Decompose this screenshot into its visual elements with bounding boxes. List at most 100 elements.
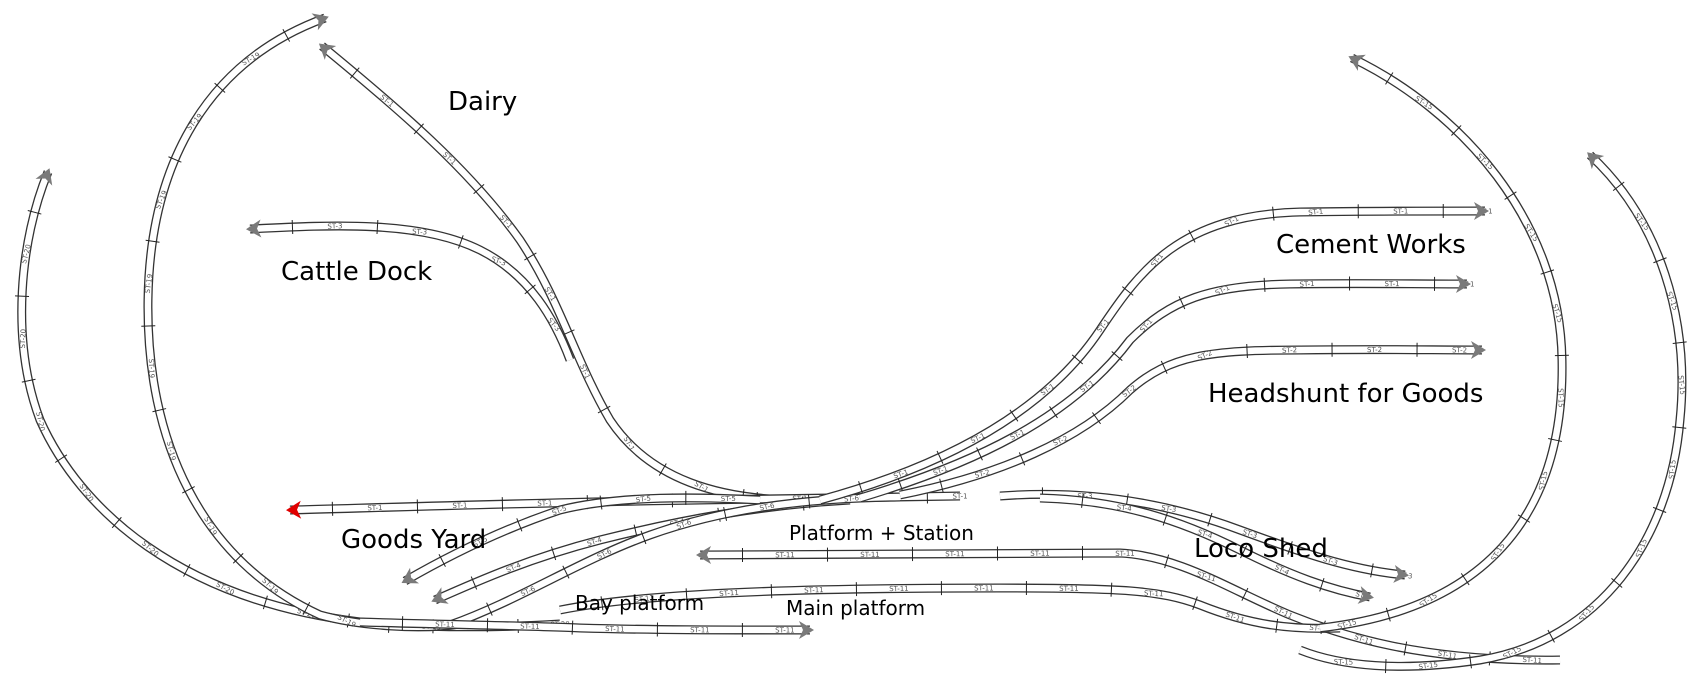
section-code-label: ST-11 — [1144, 589, 1164, 598]
label-goods-yard: Goods Yard — [341, 525, 486, 555]
section-code-label: ST-4 — [586, 536, 603, 548]
track-end-arrow[interactable] — [35, 168, 53, 186]
section-code-label: ST-20 — [20, 244, 33, 265]
section-boundary-tick — [111, 516, 122, 529]
section-code-label: ST-2 — [974, 468, 991, 480]
section-code-label: ST-11 — [804, 586, 824, 595]
section-code-label: ST-11 — [435, 621, 455, 630]
track-end-arrow[interactable] — [318, 43, 337, 60]
section-boundary-tick — [282, 29, 291, 42]
section-boundary-tick — [1240, 545, 1248, 559]
section-code-label: ST-15 — [1538, 470, 1550, 491]
section-code-label: ST-15 — [1634, 538, 1649, 559]
section-boundary-tick — [658, 463, 667, 476]
section-code-label: ST-1 — [537, 499, 552, 507]
section-boundary-tick — [15, 295, 30, 297]
track-end-arrow[interactable] — [1455, 274, 1471, 293]
section-code-label: ST-3 — [1161, 504, 1177, 514]
section-code-label: ST-1 — [578, 363, 591, 380]
section-code-label: ST-2 — [1367, 346, 1382, 354]
section-boundary-tick — [438, 554, 446, 567]
section-boundary-tick — [1460, 573, 1470, 586]
section-boundary-tick — [1246, 343, 1248, 359]
section-boundary-tick — [1049, 406, 1058, 419]
section-boundary-tick — [1110, 582, 1113, 597]
section-code-label: ST-11 — [1437, 650, 1458, 661]
section-code-label: ST-1 — [1009, 428, 1026, 442]
section-boundary-tick — [145, 239, 160, 243]
section-boundary-tick — [562, 565, 570, 579]
section-code-label: ST-11 — [889, 585, 909, 593]
section-boundary-tick — [524, 252, 537, 261]
section-code-label: ST-15 — [1665, 290, 1679, 311]
section-boundary-tick — [723, 507, 728, 521]
section-code-label: ST-15 — [1418, 661, 1438, 672]
track-end-arrow[interactable] — [246, 219, 262, 238]
section-boundary-tick — [473, 184, 485, 195]
track-end-arrow[interactable] — [1473, 202, 1489, 221]
section-code-label: ST-1 — [1214, 284, 1231, 298]
section-boundary-tick — [232, 553, 244, 564]
section-boundary-tick — [1672, 426, 1687, 429]
section-boundary-tick — [516, 518, 523, 532]
section-boundary-tick — [1121, 286, 1134, 296]
track-end-arrow[interactable] — [1587, 152, 1605, 170]
section-code-label: ST-20 — [19, 329, 28, 349]
section-boundary-tick — [291, 219, 294, 235]
track-end-arrow[interactable] — [311, 13, 329, 31]
section-boundary-tick — [1092, 412, 1101, 425]
track-end-arrow[interactable] — [1393, 564, 1409, 583]
section-code-label: ST-1 — [952, 492, 967, 500]
section-boundary-tick — [1192, 596, 1198, 610]
active-track-end-arrow[interactable] — [286, 500, 302, 519]
section-code-label: ST-11 — [1273, 605, 1294, 621]
section-code-label: ST-11 — [945, 550, 965, 558]
section-boundary-tick — [470, 576, 478, 590]
section-code-label: ST-15 — [1337, 618, 1358, 631]
section-boundary-tick — [1403, 641, 1408, 656]
section-boundary-tick — [597, 405, 611, 414]
section-code-label: ST-11 — [775, 551, 795, 559]
section-boundary-tick — [1517, 514, 1531, 523]
section-code-label: ST-1 — [367, 504, 382, 512]
section-boundary-tick — [1071, 354, 1084, 365]
section-boundary-tick — [1612, 181, 1625, 192]
section-code-label: ST-11 — [1522, 656, 1542, 665]
section-boundary-tick — [976, 447, 983, 461]
section-code-label: ST-11 — [719, 589, 739, 598]
track-end-arrow[interactable] — [1357, 586, 1374, 604]
label-platform-station: Platform + Station — [789, 521, 974, 545]
label-headshunt: Headshunt for Goods — [1208, 379, 1483, 409]
section-code-label: ST-11 — [1309, 624, 1329, 634]
section-code-label: ST-11 — [974, 584, 994, 592]
section-boundary-tick — [21, 378, 36, 383]
track-end-arrow[interactable] — [798, 620, 814, 639]
section-code-label: ST-19 — [154, 189, 169, 210]
section-boundary-tick — [457, 235, 464, 249]
section-code-label: ST-11 — [775, 626, 795, 634]
track-end-arrow[interactable] — [696, 545, 712, 564]
section-code-label: ST-20 — [215, 581, 236, 597]
track-end-arrow[interactable] — [401, 567, 420, 584]
track-end-arrow[interactable] — [431, 587, 449, 604]
section-boundary-tick — [141, 325, 156, 327]
section-code-label: ST-5 — [635, 494, 651, 504]
section-code-label: ST-1 — [1299, 280, 1315, 289]
label-loco-shed: Loco Shed — [1194, 534, 1328, 564]
section-code-label: ST-2 — [1282, 346, 1297, 355]
section-boundary-tick — [1287, 541, 1293, 555]
track-end-arrow[interactable] — [1470, 340, 1486, 359]
section-code-label: ST-3 — [412, 228, 428, 237]
track-end-arrow[interactable] — [1348, 54, 1366, 71]
section-boundary-tick — [807, 494, 811, 509]
section-boundary-tick — [486, 602, 493, 616]
track-far-left-loop: ST-20ST-20ST-20ST-20ST-20ST-20ST-20ST-20… — [15, 170, 570, 634]
section-code-label: ST-6 — [844, 494, 860, 503]
section-code-label: ST-20 — [34, 411, 46, 432]
section-boundary-tick — [600, 596, 604, 611]
section-boundary-tick — [168, 156, 182, 163]
section-boundary-tick — [1275, 618, 1279, 633]
section-code-label: ST-11 — [1224, 611, 1245, 625]
section-code-label: ST-1 — [932, 465, 949, 477]
